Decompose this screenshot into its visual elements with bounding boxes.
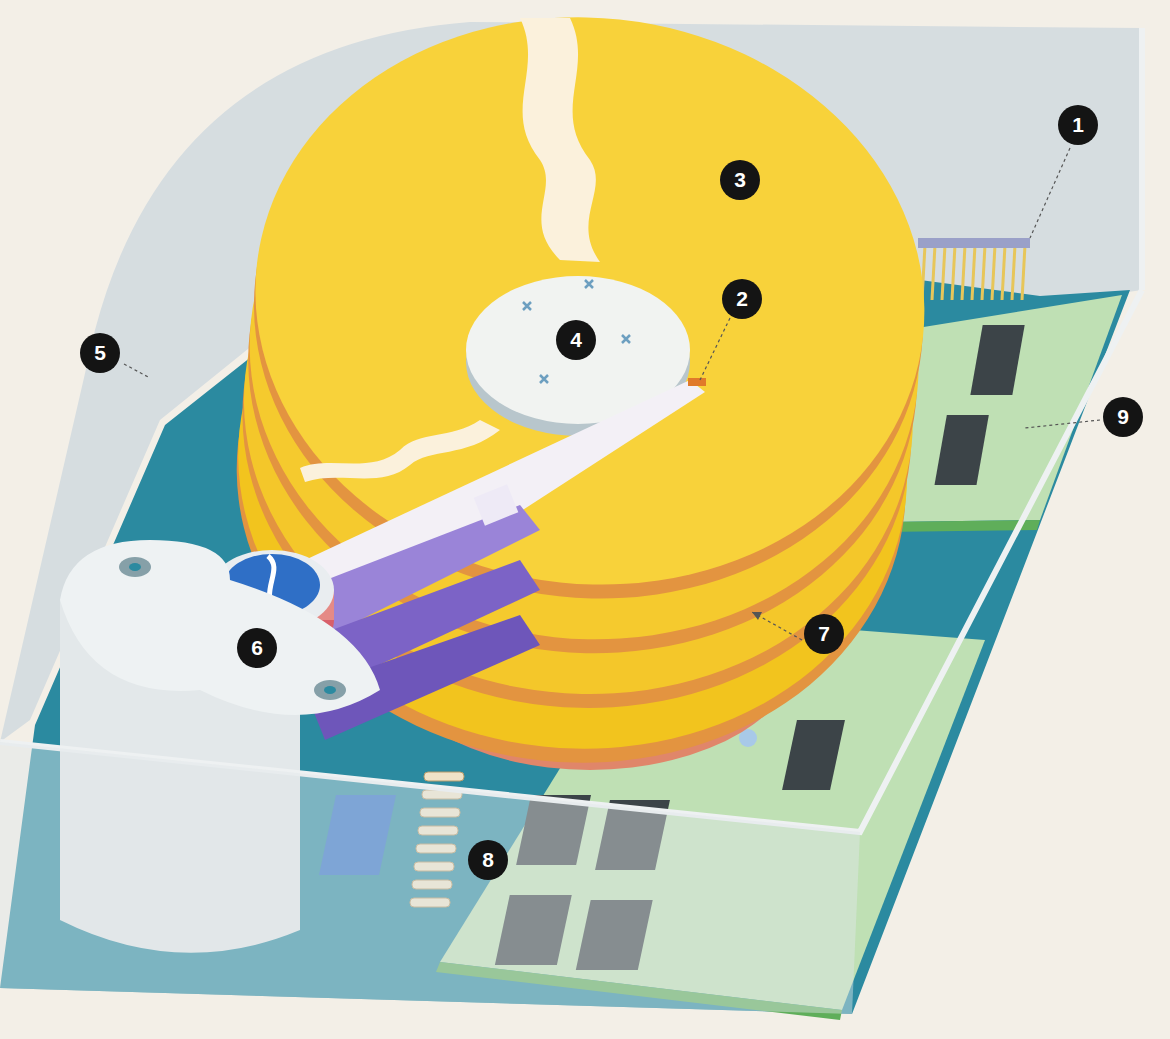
housing-front <box>0 742 860 1014</box>
connector-pins <box>922 245 1025 300</box>
reflection <box>520 18 600 262</box>
callout-number: 6 <box>237 628 277 668</box>
leader-tip <box>752 612 762 620</box>
callout-number: 1 <box>1058 105 1098 145</box>
hub-screws <box>523 280 630 383</box>
reflection <box>300 420 500 482</box>
leader-lines <box>124 148 1100 640</box>
housing-edge <box>1139 28 1145 290</box>
callout-number: 5 <box>80 333 120 373</box>
callout-number: 9 <box>1103 397 1143 437</box>
callout-number: 2 <box>722 279 762 319</box>
callout-number: 3 <box>720 160 760 200</box>
housing-edge <box>0 290 1142 832</box>
callout-number: 8 <box>468 840 508 880</box>
callout-number: 7 <box>804 614 844 654</box>
callout-number: 4 <box>556 320 596 360</box>
connector <box>918 238 1030 248</box>
